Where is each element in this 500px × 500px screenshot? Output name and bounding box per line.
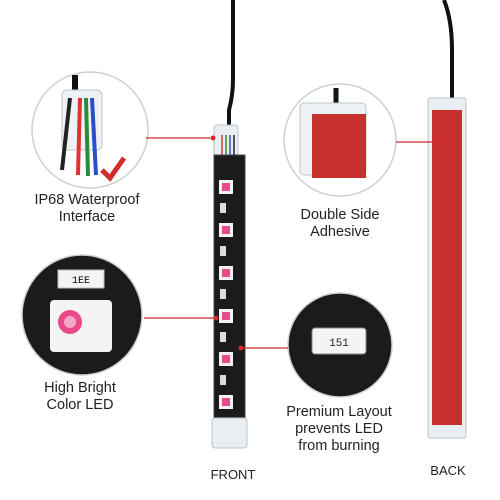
adhesive-label-line1: Double Side xyxy=(300,207,380,223)
svg-text:1EE: 1EE xyxy=(72,276,90,287)
premium-layout-label-line3: from burning xyxy=(298,438,380,454)
premium-layout-label: Premium Layout prevents LED from burning xyxy=(274,404,404,455)
bright-led-label-line1: High Bright xyxy=(44,380,116,396)
waterproof-label-line1: IP68 Waterproof xyxy=(34,192,140,208)
adhesive-callout-circle xyxy=(283,83,397,197)
front-label: FRONT xyxy=(210,467,256,482)
premium-layout-label-line1: Premium Layout xyxy=(286,404,392,420)
back-strip xyxy=(427,0,467,439)
waterproof-label-line2: Interface xyxy=(58,209,116,225)
adhesive-label-line2: Adhesive xyxy=(310,224,370,240)
layout-callout-circle: 151 xyxy=(287,292,393,398)
bright-led-label-line2: Color LED xyxy=(46,397,114,413)
svg-text:151: 151 xyxy=(329,338,349,350)
led-callout-circle: 1EE xyxy=(21,254,143,376)
bright-led-label: High Bright Color LED xyxy=(20,380,140,414)
back-label: BACK xyxy=(430,463,466,478)
waterproof-callout-circle xyxy=(31,71,149,189)
waterproof-label: IP68 Waterproof Interface xyxy=(12,192,162,226)
adhesive-label: Double Side Adhesive xyxy=(280,207,400,241)
led-chips xyxy=(219,180,233,409)
premium-layout-label-line2: prevents LED xyxy=(295,421,383,437)
check-icon xyxy=(100,156,127,182)
front-strip xyxy=(211,0,248,449)
